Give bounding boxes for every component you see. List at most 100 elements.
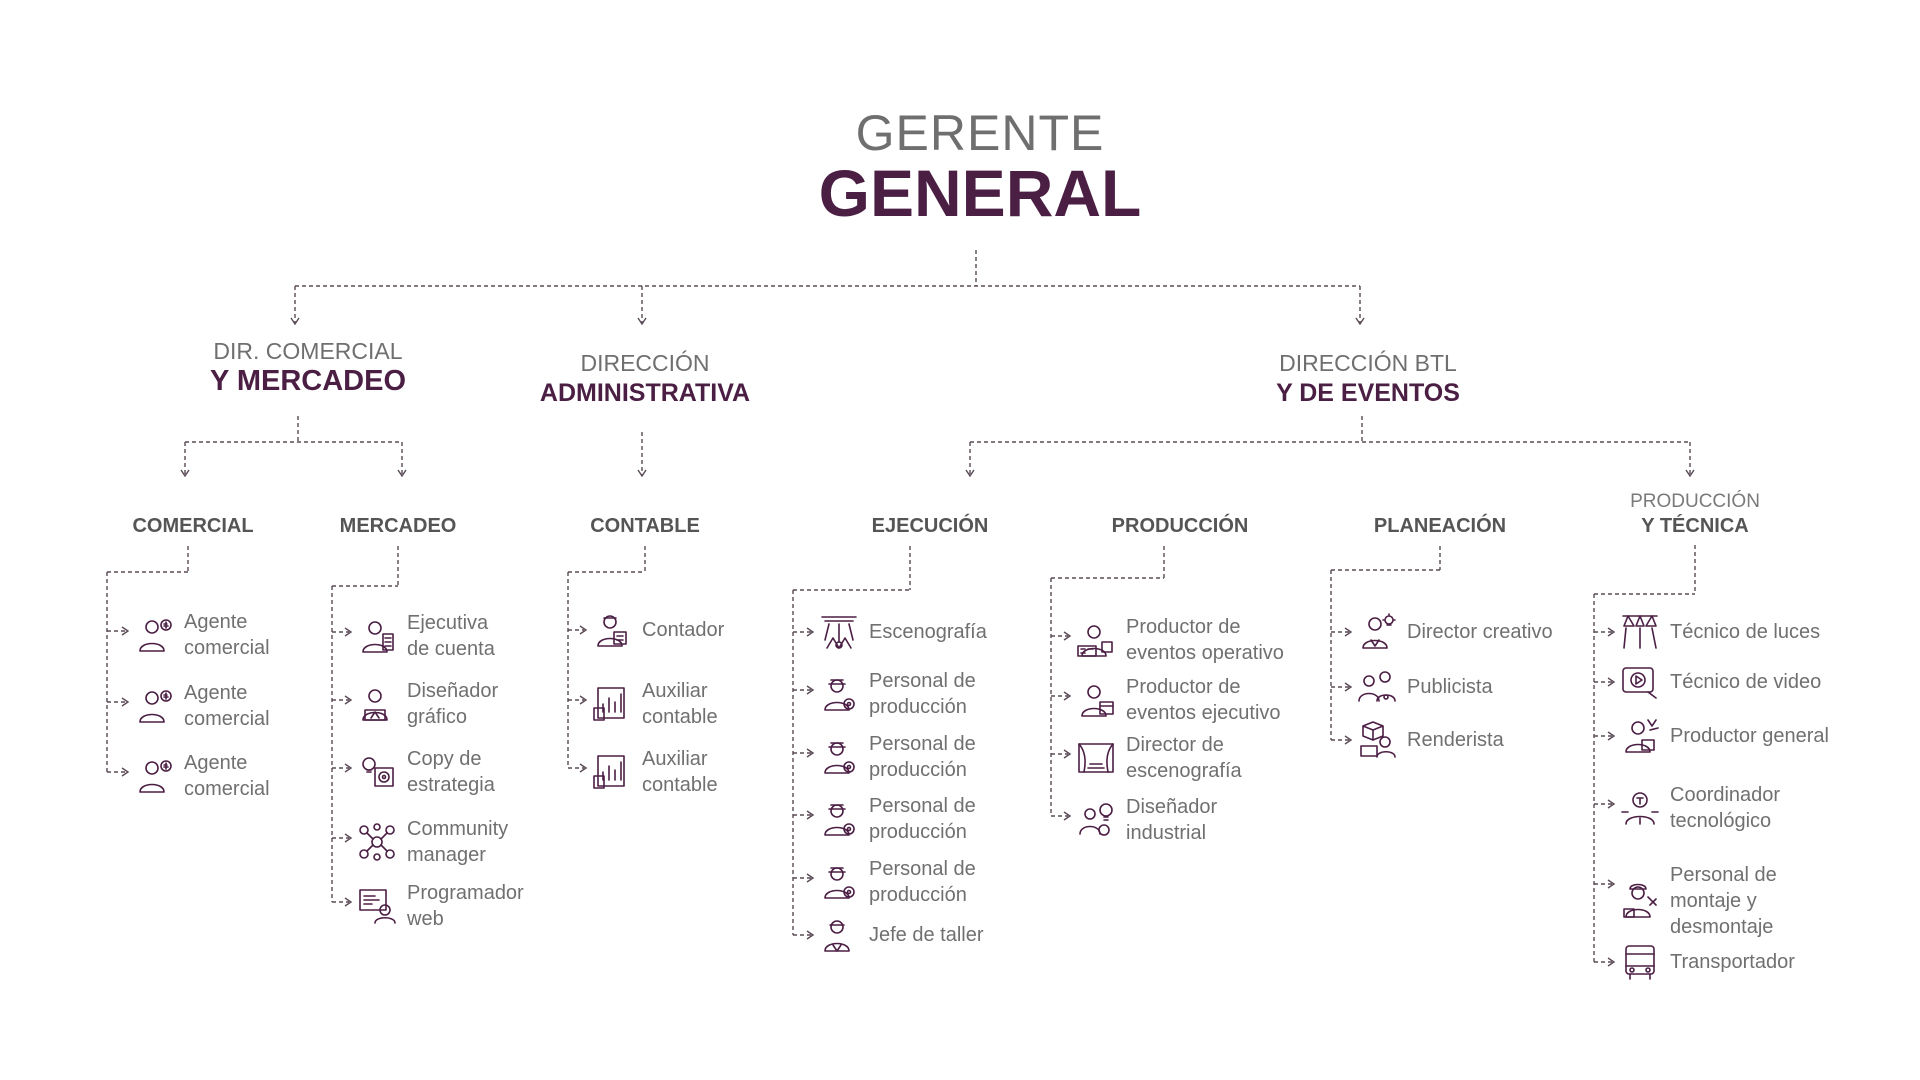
department-heading-line2: Y TÉCNICA xyxy=(1641,515,1749,537)
department-heading-tecnica: PRODUCCIÓN Y TÉCNICA xyxy=(1630,489,1760,539)
role-label: Personal de producción xyxy=(869,858,976,906)
general-manager-title-line1: GERENTE xyxy=(855,105,1105,161)
stage-lights-icon xyxy=(817,610,861,654)
department-heading-line2: PLANEACIÓN xyxy=(1373,515,1507,537)
arrow-right-icon xyxy=(1063,749,1072,759)
role-label: Personal de producción xyxy=(869,733,976,781)
arrow-right-icon xyxy=(344,695,353,705)
arrow-right-icon xyxy=(1607,627,1616,637)
accounting-chart-icon xyxy=(590,682,634,726)
arrow-right-icon xyxy=(1344,627,1353,637)
role-item-ejecucion: Personal de producción xyxy=(817,856,976,908)
arrow-right-icon xyxy=(121,626,130,636)
role-item-planeacion: Director creativo xyxy=(1355,610,1553,654)
arrow-right-icon xyxy=(579,763,588,773)
arrow-right-icon xyxy=(806,627,815,637)
arrow-right-icon xyxy=(1063,811,1072,821)
role-label: Auxiliar contable xyxy=(642,680,718,728)
direction-btl-heading: DIRECCIÓN BTL Y DE EVENTOS xyxy=(1276,350,1460,410)
department-heading-contable: CONTABLE xyxy=(590,514,700,539)
arrow-right-icon xyxy=(1607,957,1616,967)
render-artist-icon xyxy=(1355,718,1399,762)
arrow-right-icon xyxy=(344,627,353,637)
arrow-right-icon xyxy=(1607,731,1616,741)
direction-comercial-line1: DIR. COMERCIAL xyxy=(213,338,403,364)
role-item-comercial: Agente comercial xyxy=(132,750,270,802)
video-play-icon xyxy=(1618,660,1662,704)
arrow-right-icon xyxy=(1344,682,1353,692)
production-worker-icon xyxy=(817,672,861,716)
industrial-designer-icon xyxy=(1074,798,1118,842)
role-label: Community manager xyxy=(407,818,509,866)
department-heading-produccion: PRODUCCIÓN xyxy=(1112,514,1249,539)
role-label: Productor de eventos ejecutivo xyxy=(1126,676,1281,724)
department-heading-line1: PRODUCCIÓN xyxy=(1630,491,1760,512)
arrow-right-icon xyxy=(1344,735,1353,745)
role-item-contable: Auxiliar contable xyxy=(590,678,718,730)
arrow-down-icon xyxy=(180,469,190,478)
role-item-mercadeo: Copy de estrategia xyxy=(355,746,495,798)
role-label: Contador xyxy=(642,619,725,641)
arrow-right-icon xyxy=(121,767,130,777)
role-label: Agente comercial xyxy=(184,611,270,659)
arrow-right-icon xyxy=(806,685,815,695)
event-producer-icon xyxy=(1074,618,1118,662)
role-item-ejecucion: Escenografía xyxy=(817,610,987,654)
role-label: Escenografía xyxy=(869,621,987,643)
role-item-mercadeo: Diseñador gráfico xyxy=(355,678,498,730)
creative-director-icon xyxy=(1355,610,1399,654)
role-item-ejecucion: Jefe de taller xyxy=(817,913,984,957)
role-label: Productor de eventos operativo xyxy=(1126,616,1284,664)
direction-administrativa-heading: DIRECCIÓN ADMINISTRATIVA xyxy=(540,350,750,410)
role-item-planeacion: Renderista xyxy=(1355,718,1504,762)
role-item-contable: Auxiliar contable xyxy=(590,746,718,798)
graphic-designer-icon xyxy=(355,682,399,726)
role-item-comercial: Agente comercial xyxy=(132,609,270,661)
arrow-right-icon xyxy=(121,697,130,707)
arrow-right-icon xyxy=(806,873,815,883)
web-developer-icon xyxy=(355,884,399,928)
role-item-mercadeo: Ejecutiva de cuenta xyxy=(355,610,495,662)
role-label: Diseñador industrial xyxy=(1126,796,1218,844)
arrow-right-icon xyxy=(579,695,588,705)
department-heading-mercadeo: MERCADEO xyxy=(340,514,457,539)
role-item-ejecucion: Personal de producción xyxy=(817,731,976,783)
role-label: Jefe de taller xyxy=(869,924,984,946)
arrow-right-icon xyxy=(806,810,815,820)
department-heading-comercial: COMERCIAL xyxy=(132,514,253,539)
arrow-right-icon xyxy=(344,897,353,907)
arrow-right-icon xyxy=(1607,799,1616,809)
role-label: Publicista xyxy=(1407,676,1493,698)
accounting-chart-icon xyxy=(590,750,634,794)
production-worker-icon xyxy=(817,797,861,841)
production-worker-icon xyxy=(817,860,861,904)
assembly-worker-icon xyxy=(1618,879,1662,923)
general-manager-title-line2: GENERAL xyxy=(818,156,1142,230)
production-worker-icon xyxy=(817,735,861,779)
role-item-produccion: Director de escenografía xyxy=(1074,732,1242,784)
role-label: Técnico de video xyxy=(1670,671,1822,693)
spotlights-icon xyxy=(1618,610,1662,654)
role-label: Ejecutiva de cuenta xyxy=(407,612,495,660)
role-label: Auxiliar contable xyxy=(642,748,718,796)
arrow-down-icon xyxy=(1355,317,1365,326)
role-label: Personal de montaje y desmontaje xyxy=(1670,864,1777,938)
role-item-produccion: Productor de eventos ejecutivo xyxy=(1074,674,1281,726)
direction-administrativa-line1: DIRECCIÓN xyxy=(580,350,710,376)
role-label: Copy de estrategia xyxy=(407,748,495,796)
role-label: Coordinador tecnológico xyxy=(1670,784,1781,832)
role-label: Agente comercial xyxy=(184,752,270,800)
role-item-ejecucion: Personal de producción xyxy=(817,668,976,720)
role-item-ejecucion: Personal de producción xyxy=(817,793,976,845)
arrow-right-icon xyxy=(806,930,815,940)
role-item-produccion: Diseñador industrial xyxy=(1074,794,1217,846)
arrow-down-icon xyxy=(965,469,975,478)
role-label: Renderista xyxy=(1407,729,1504,751)
role-label: Personal de producción xyxy=(869,795,976,843)
arrow-right-icon xyxy=(1063,691,1072,701)
accountant-icon xyxy=(590,608,634,652)
direction-btl-line1: DIRECCIÓN BTL xyxy=(1279,350,1457,376)
role-label: Director creativo xyxy=(1407,621,1553,643)
direction-comercial-line2: Y MERCADEO xyxy=(209,365,407,397)
